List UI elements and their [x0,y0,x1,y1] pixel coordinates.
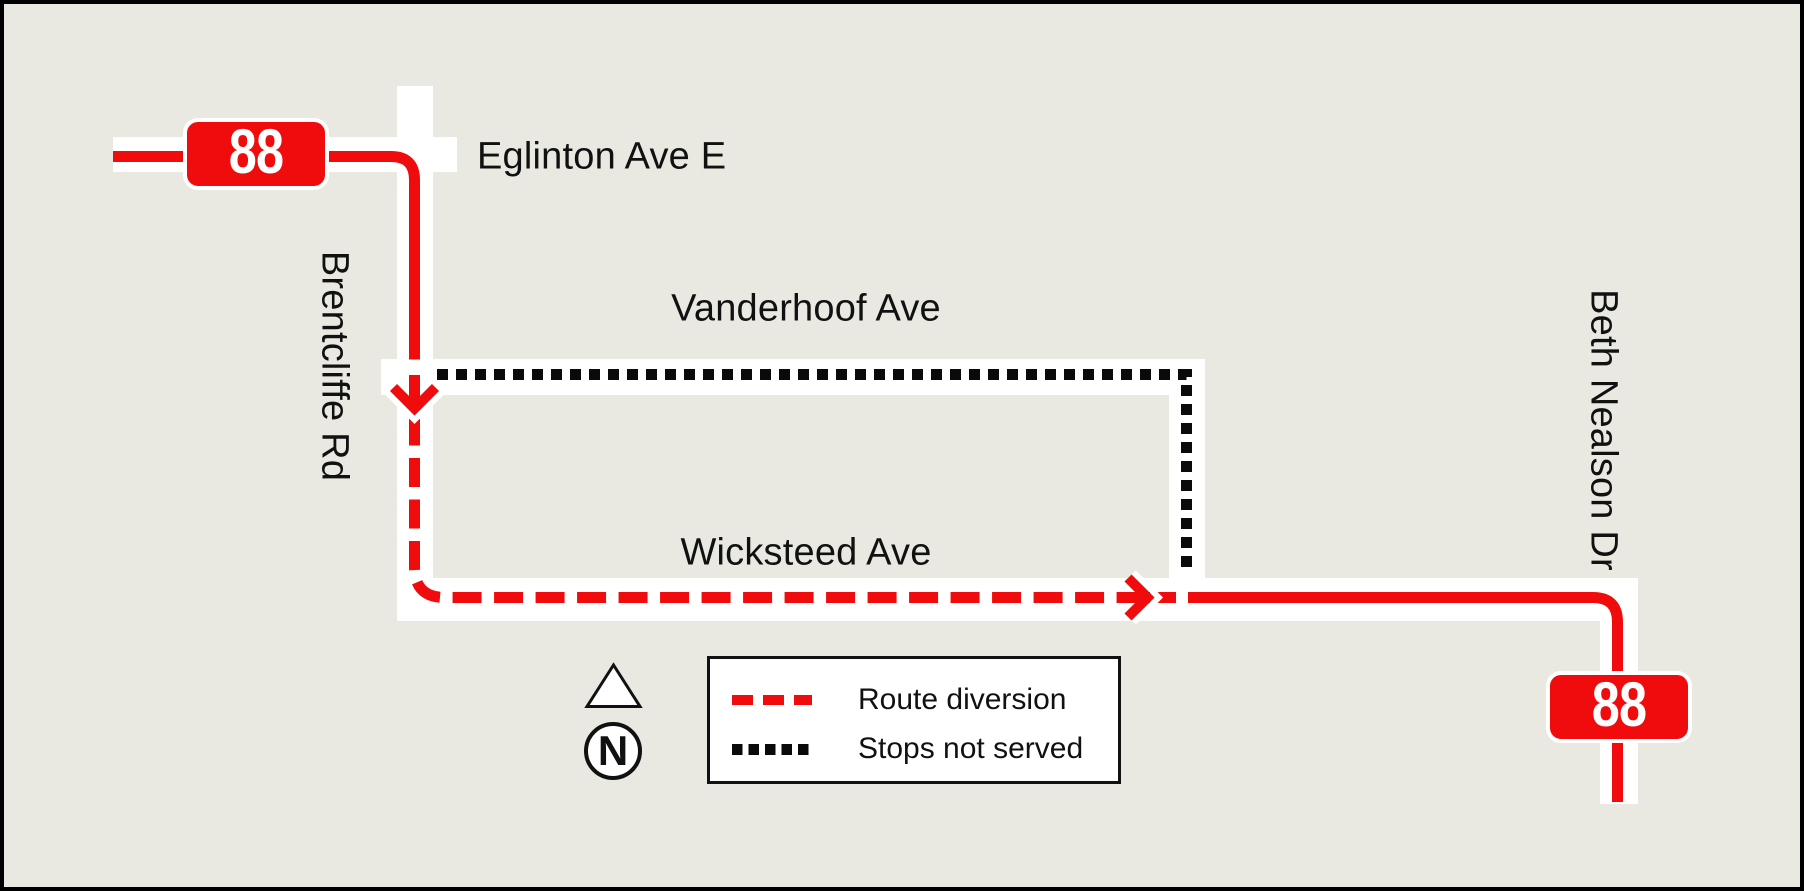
route-badge-east: 88 [1546,670,1692,743]
stops-not-served-line [437,369,1192,568]
route-solid-east [1188,592,1623,802]
north-indicator: N [584,722,642,780]
north-triangle-icon [584,662,643,708]
arrow-right-chevron [1124,574,1155,621]
street-label-vanderhoof: Vanderhoof Ave [671,287,941,330]
street-label-wicksteed: Wicksteed Ave [680,531,932,574]
route-solid-west [113,151,420,360]
street-label-brentcliffe: Brentcliffe Rd [313,250,356,482]
north-letter: N [597,727,629,774]
route-badge-west: 88 [183,117,329,190]
route-number: 88 [1591,670,1647,740]
street-label-eglinton: Eglinton Ave E [477,135,727,178]
route-diversion-line [409,375,1176,603]
arrow-right-icon [1120,570,1164,625]
stops-not-served-sample-icon [732,744,812,755]
street-label-beth-nealson: Beth Nealson Dr [1582,289,1625,571]
legend-box: Route diversion Stops not served [707,656,1121,784]
route-diversion-sample-icon [732,695,812,705]
legend-label-stops-not-served: Stops not served [858,732,1084,765]
legend-label-route-diversion: Route diversion [858,683,1067,716]
arrow-down-chevron [389,383,440,416]
route-number: 88 [228,117,284,187]
arrow-down-icon [385,375,444,425]
